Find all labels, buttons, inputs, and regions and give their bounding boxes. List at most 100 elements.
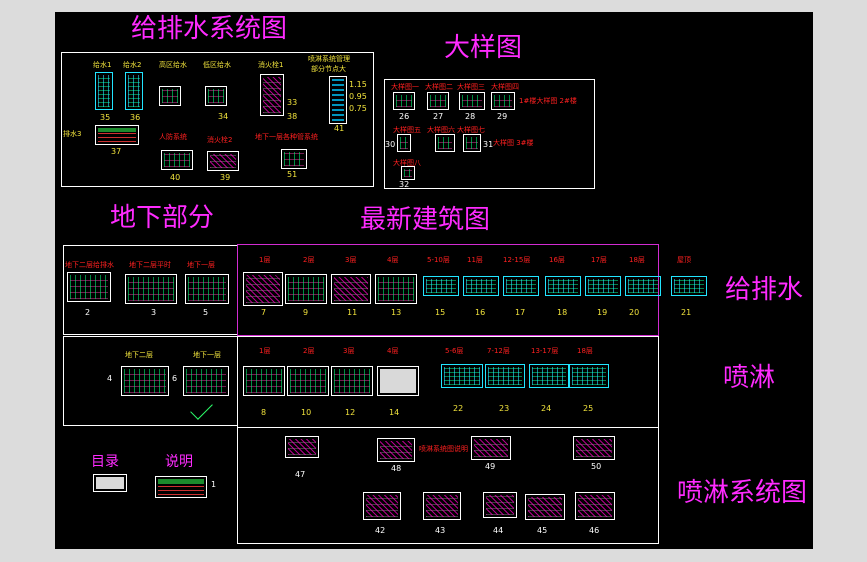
ss-drawing-43[interactable] [423,492,461,520]
ws-side-value-3: 0.75 [349,104,367,113]
ug-drawing-2[interactable] [67,272,111,302]
wf-drawing-13[interactable] [375,274,417,304]
wf-num-15: 15 [435,308,446,317]
wf-num-13: 13 [391,308,402,317]
sf-drawing-22[interactable] [441,364,483,388]
ss-drawing-46[interactable] [575,492,615,520]
ss-drawing-48[interactable] [377,438,415,462]
dt-drawing-28[interactable] [459,92,485,110]
wf-drawing-20[interactable] [625,276,661,296]
dt-num-29: 29 [497,112,508,121]
wf-drawing-18[interactable] [545,276,581,296]
dt-num-26: 26 [399,112,410,121]
ug-label-3: 地下一层 [187,261,215,269]
ws-drawing-37[interactable] [95,125,139,145]
us-drawing-6[interactable] [183,366,229,396]
sf-drawing-23[interactable] [485,364,525,388]
wf-drawing-21[interactable] [671,276,707,296]
wf-num-16: 16 [475,308,486,317]
wf-drawing-17[interactable] [503,276,539,296]
ws-label-8: 排水3 [63,130,82,138]
ws-num-36: 36 [130,113,141,122]
wf-label-9: 17层 [591,256,607,264]
wf-num-18: 18 [557,308,568,317]
sf-label-8: 18层 [577,347,593,355]
dt-num-31: 31 [483,140,494,149]
cad-drawing-canvas[interactable]: 给排水系统图 大样图 地下部分 最新建筑图 给排水 喷淋 喷淋系统图 目录 说明… [55,12,813,549]
ws-drawing-36[interactable] [125,72,143,110]
ws-drawing-34[interactable] [205,86,227,106]
us-label-2: 地下一层 [193,351,221,359]
sf-num-24: 24 [541,404,552,413]
sf-drawing-10[interactable] [287,366,329,396]
ss-num-45: 45 [537,526,548,535]
detail-frame [384,79,595,189]
ws-drawing-38[interactable] [260,74,284,116]
ug-num-5: 5 [203,308,209,317]
ws-drawing-39[interactable] [207,151,239,171]
ug-drawing-3[interactable] [125,274,177,304]
wf-label-11: 屋顶 [677,256,691,264]
sf-label-5: 5-6层 [445,347,464,355]
wf-drawing-9[interactable] [285,274,327,304]
ws-side-value-2: 0.95 [349,92,367,101]
wf-drawing-15[interactable] [423,276,459,296]
wf-drawing-7[interactable] [243,272,283,306]
dt-drawing-30[interactable] [397,134,411,152]
notes-num: 1 [211,480,217,489]
wf-label-7: 12-15层 [503,256,531,264]
ws-drawing-51[interactable] [281,149,307,169]
sf-num-12: 12 [345,408,356,417]
ws-num-33: 33 [287,98,298,107]
dt-drawing-32[interactable] [401,166,415,180]
ss-drawing-50[interactable] [573,436,615,460]
ug-drawing-5[interactable] [185,274,229,304]
dt-num-27: 27 [433,112,444,121]
sf-drawing-14[interactable] [377,366,419,396]
sf-drawing-12[interactable] [331,366,373,396]
dt-drawing-29[interactable] [491,92,515,110]
sf-drawing-24[interactable] [529,364,569,388]
dt-drawing-27[interactable] [427,92,449,110]
sf-label-4: 4层 [387,347,399,355]
ws-label-7: 部分节点大 [311,65,346,73]
sf-drawing-25[interactable] [569,364,609,388]
dt-note-1: 1#楼大样图 2#楼 [519,97,577,105]
notes-drawing[interactable] [155,476,207,498]
sf-num-25: 25 [583,404,594,413]
ws-num-35: 35 [100,113,111,122]
dt-drawing-31[interactable] [463,134,481,152]
dt-label-2: 大样图二 [425,83,453,91]
wf-drawing-11[interactable] [331,274,371,304]
wf-label-10: 18层 [629,256,645,264]
latest-arch-title: 最新建筑图 [360,205,491,235]
dt-label-1: 大样图一 [391,83,419,91]
ss-drawing-47[interactable] [285,436,319,458]
ws-label-4: 低区给水 [203,61,231,69]
ss-drawing-45[interactable] [525,494,565,520]
dt-drawing-26[interactable] [393,92,415,110]
ug-num-3: 3 [151,308,157,317]
ws-drawing-41[interactable] [329,76,347,124]
ws-drawing-33[interactable] [159,86,181,106]
ws-drawing-35[interactable] [95,72,113,110]
wf-label-1: 1层 [259,256,271,264]
ss-num-46: 46 [589,526,600,535]
ss-drawing-42[interactable] [363,492,401,520]
ws-label-5: 消火栓1 [258,61,284,69]
us-drawing-4[interactable] [121,366,169,396]
ss-drawing-49[interactable] [471,436,511,460]
sf-drawing-8[interactable] [243,366,285,396]
ss-drawing-44[interactable] [483,492,517,518]
ss-num-44: 44 [493,526,504,535]
sf-label-3: 3层 [343,347,355,355]
detail-title: 大样图 [444,33,523,63]
sf-label-6: 7-12层 [487,347,510,355]
catalog-drawing[interactable] [93,474,127,492]
wf-label-5: 5-10层 [427,256,450,264]
ws-drawing-40[interactable] [161,150,193,170]
wf-drawing-16[interactable] [463,276,499,296]
ws-label-10: 消火栓2 [207,136,233,144]
wf-drawing-19[interactable] [585,276,621,296]
dt-drawing-30b[interactable] [435,134,455,152]
